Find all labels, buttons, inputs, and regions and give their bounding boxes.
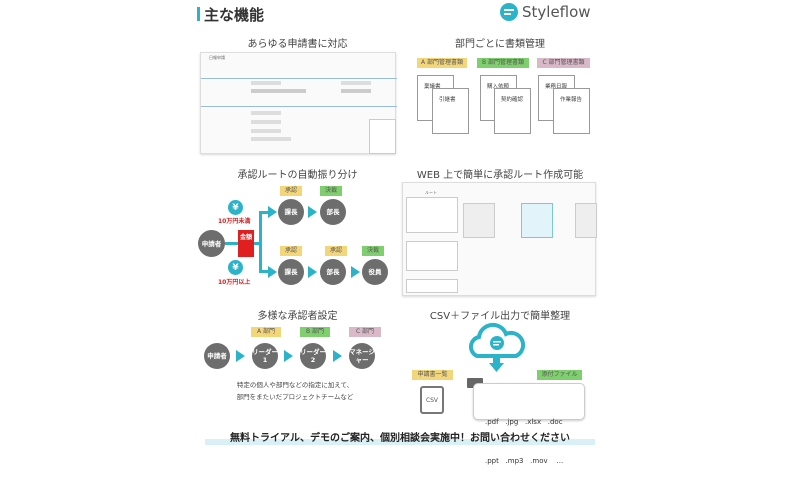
section-title-departments: 部門ごとに書類管理: [455, 39, 545, 50]
node-leader-2: リーダー2: [300, 343, 326, 369]
node-leader-1: リーダー1: [252, 343, 278, 369]
logo: Styleflow: [500, 3, 591, 21]
tag-dept-c: C 部門: [349, 327, 381, 337]
section-title-approvers: 多様な承認者設定: [257, 311, 338, 322]
tag-approve: 承認: [325, 246, 347, 256]
section-title-forms: あらゆる申請書に対応: [247, 39, 348, 50]
doc: 引継書: [432, 88, 469, 134]
tag-attachments: 添付ファイル: [537, 370, 582, 380]
section-title-csv: CSV＋ファイル出力で簡単整理: [429, 311, 571, 322]
mock-title: ルート: [425, 190, 437, 195]
cta-underline: [205, 439, 595, 445]
node-bucho: 部長: [320, 259, 346, 285]
tag-dept-b: B 部門管理書類: [477, 58, 529, 68]
node-yakuin: 役員: [362, 259, 388, 285]
tag-dept-a: A 部門: [251, 327, 281, 337]
csv-file-icon: CSV: [420, 386, 444, 414]
cta-banner[interactable]: 無料トライアル、デモのご案内、個別相談会実施中！お問い合わせください: [230, 433, 570, 444]
yen-icon: ¥: [228, 260, 243, 275]
tag-final: 決裁: [362, 246, 384, 256]
over-label: 10万円以上: [218, 279, 251, 286]
cloud-icon: [468, 322, 526, 372]
node-manager: マネージャー: [349, 343, 375, 369]
attachment-types-box: .pdf .jpg .xlsx .doc .ppt .mp3 .mov ...: [473, 383, 585, 465]
yen-icon: ¥: [228, 200, 243, 215]
node-bucho: 部長: [320, 199, 346, 225]
tag-approve: 承認: [280, 246, 302, 256]
page-title: 主な機能: [204, 6, 265, 24]
tag-dept-b: B 部門: [300, 327, 330, 337]
tag-dept-c: C 部門管理書類: [537, 58, 590, 68]
section-title-route: 承認ルートの自動振り分け: [237, 170, 358, 181]
logo-text: Styleflow: [522, 3, 591, 21]
form-screenshot: 日報申請: [200, 52, 397, 154]
note-line-1: 特定の個人や部門などの指定に加えて、: [236, 381, 354, 389]
doc: 契約確認: [494, 88, 531, 134]
node-kacho: 課長: [278, 259, 304, 285]
title-accent: [197, 7, 200, 21]
node-kacho: 課長: [278, 199, 304, 225]
tag-approve: 承認: [280, 186, 302, 196]
route-editor-screenshot: ルート: [402, 182, 597, 296]
tag-final: 決裁: [320, 186, 342, 196]
node-applicant: 申請者: [204, 343, 230, 369]
under-label: 10万円未満: [218, 218, 251, 225]
tag-application-list: 申請書一覧: [412, 370, 453, 380]
section-title-web-route: WEB 上で簡単に承認ルート作成可能: [416, 170, 584, 181]
ext-row-2: .ppt .mp3 .mov ...: [485, 457, 564, 465]
logo-icon: [500, 3, 518, 21]
amount-box: 金額: [238, 230, 254, 257]
mock-title: 日報申請: [209, 55, 225, 60]
applicant-node: 申請者: [198, 230, 225, 257]
ext-row-1: .pdf .jpg .xlsx .doc: [485, 418, 563, 426]
note-line-2: 部門をまたいだプロジェクトチームなど: [236, 393, 354, 401]
tag-dept-a: A 部門管理書類: [417, 58, 467, 68]
doc: 作業報告: [553, 88, 590, 134]
